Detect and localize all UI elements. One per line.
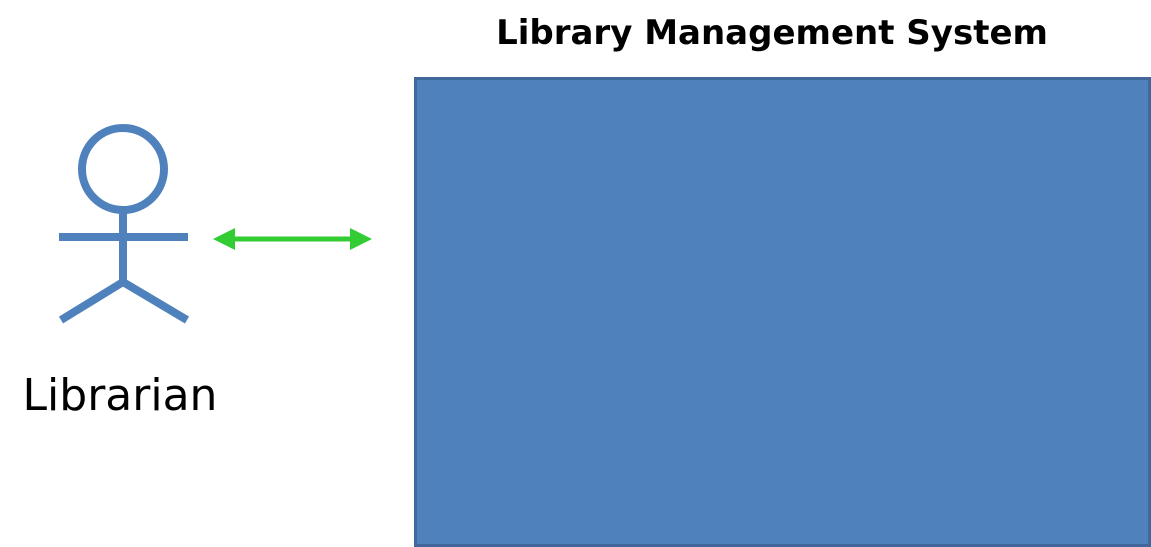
bidirectional-arrow-icon xyxy=(213,228,372,250)
stick-figure-icon xyxy=(58,124,190,324)
actor-left-leg xyxy=(58,278,126,324)
actor-diagram-layer xyxy=(58,124,372,324)
actor-head xyxy=(78,124,168,214)
system-title: Library Management System xyxy=(496,13,1048,53)
system-boundary-box xyxy=(414,77,1151,547)
actor-label: Librarian xyxy=(22,370,218,421)
actor-right-leg xyxy=(120,278,190,324)
